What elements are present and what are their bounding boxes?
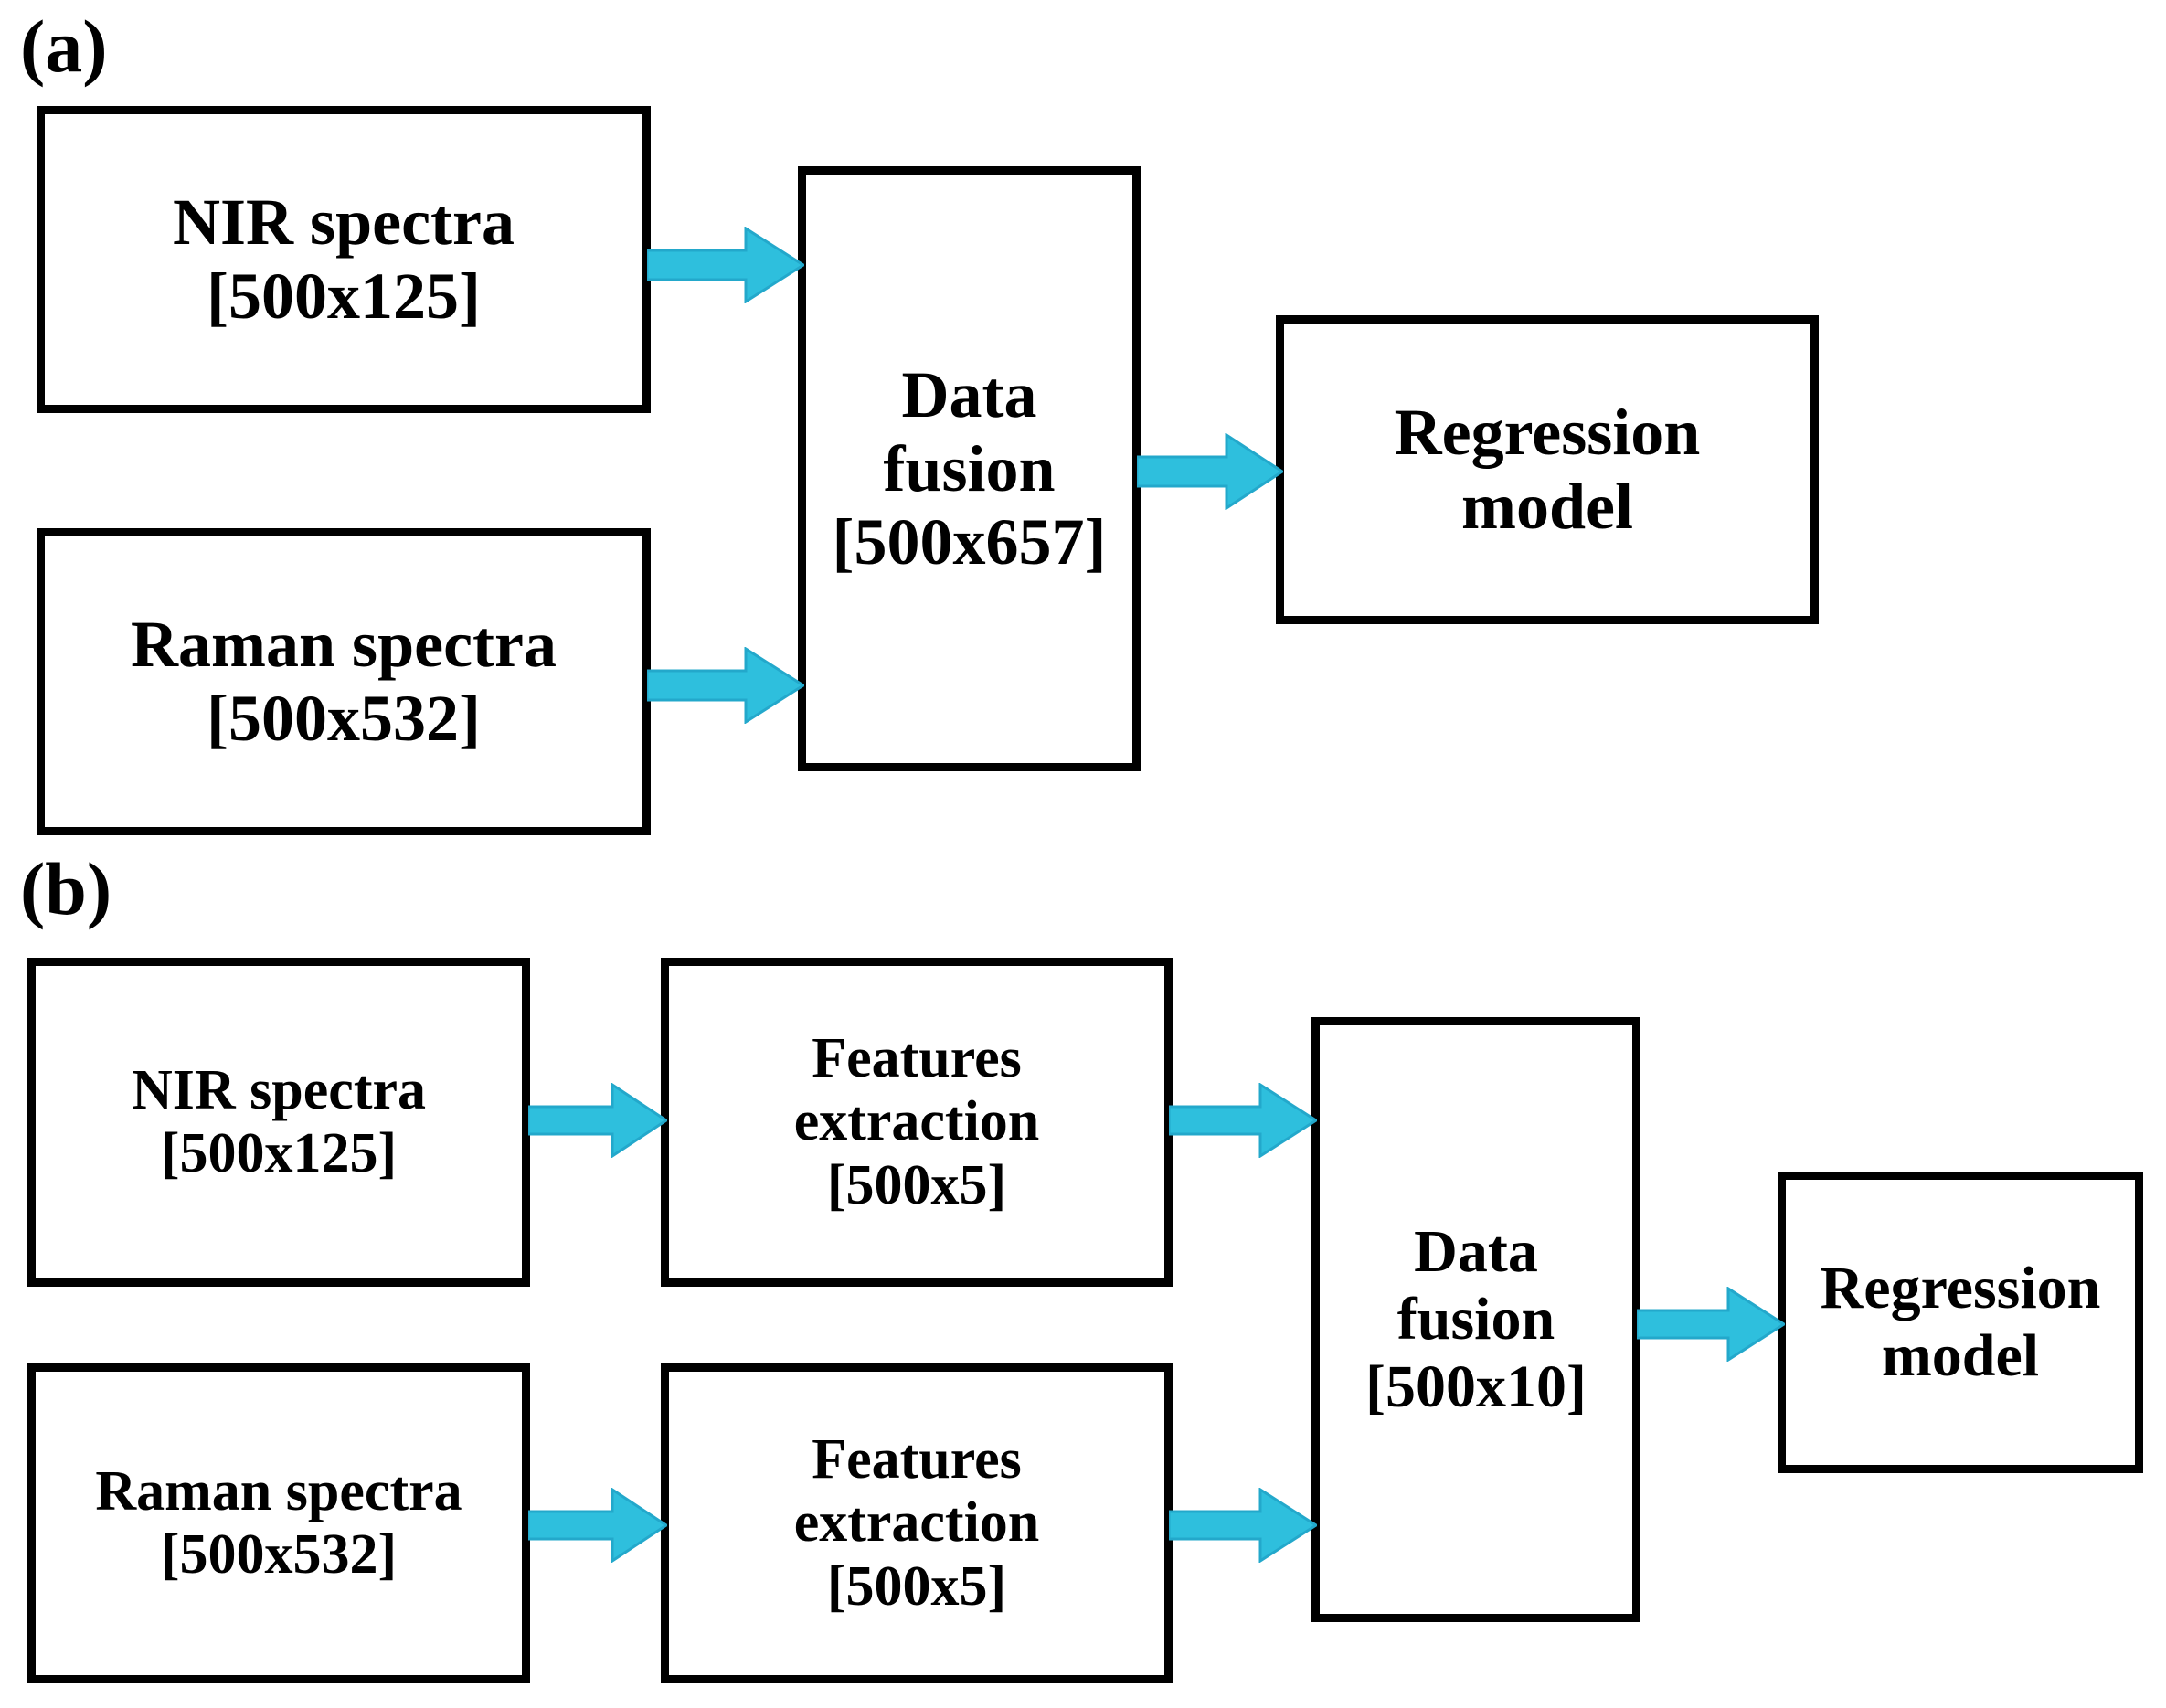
raman-spectra-title-b: Raman spectra <box>95 1459 462 1522</box>
nir-spectra-box-b: NIR spectra [500x125] <box>27 958 530 1287</box>
features-extraction-dims-raman-b: [500x5] <box>826 1554 1007 1618</box>
arrow-nir-to-features-b <box>528 1083 667 1158</box>
data-fusion-title-line1-a: Data <box>901 358 1037 432</box>
data-fusion-dims-b: [500x10] <box>1365 1353 1587 1420</box>
nir-spectra-box-a: NIR spectra [500x125] <box>37 106 651 413</box>
regression-model-box-a: Regression model <box>1276 315 1819 624</box>
features-extraction-line1-nir-b: Features <box>812 1026 1022 1089</box>
arrow-raman-to-fusion-a <box>647 647 804 724</box>
nir-spectra-dims-a: [500x125] <box>207 260 481 333</box>
data-fusion-title-line2-a: fusion <box>883 431 1056 505</box>
raman-spectra-title-a: Raman spectra <box>131 608 557 682</box>
arrow-raman-to-features-b <box>528 1488 667 1563</box>
arrow-raman-features-to-fusion-b <box>1169 1488 1317 1563</box>
data-fusion-title-line1-b: Data <box>1414 1218 1538 1286</box>
arrow-nir-to-fusion-a <box>647 227 804 303</box>
data-fusion-box-a: Data fusion [500x657] <box>798 166 1141 771</box>
panel-b-label: (b) <box>20 847 112 930</box>
data-fusion-title-line2-b: fusion <box>1396 1286 1555 1353</box>
features-extraction-dims-nir-b: [500x5] <box>826 1153 1007 1216</box>
features-extraction-line2-raman-b: extraction <box>793 1491 1040 1554</box>
arrow-fusion-to-model-a <box>1137 433 1283 510</box>
raman-spectra-box-a: Raman spectra [500x532] <box>37 528 651 835</box>
raman-spectra-dims-b: [500x532] <box>160 1523 398 1586</box>
regression-model-line2-a: model <box>1461 470 1633 543</box>
data-fusion-box-b: Data fusion [500x10] <box>1311 1017 1640 1622</box>
regression-model-line1-b: Regression <box>1820 1255 2101 1322</box>
arrow-fusion-to-model-b <box>1637 1287 1785 1362</box>
features-extraction-box-raman-b: Features extraction [500x5] <box>661 1363 1173 1683</box>
raman-spectra-dims-a: [500x532] <box>207 682 481 755</box>
nir-spectra-dims-b: [500x125] <box>160 1122 398 1184</box>
features-extraction-line2-nir-b: extraction <box>793 1090 1040 1153</box>
nir-spectra-title-a: NIR spectra <box>173 186 515 260</box>
panel-a-label: (a) <box>20 5 108 88</box>
arrow-nir-features-to-fusion-b <box>1169 1083 1317 1158</box>
nir-spectra-title-b: NIR spectra <box>132 1058 426 1121</box>
raman-spectra-box-b: Raman spectra [500x532] <box>27 1363 530 1683</box>
data-fusion-dims-a: [500x657] <box>832 505 1107 579</box>
features-extraction-box-nir-b: Features extraction [500x5] <box>661 958 1173 1287</box>
features-extraction-line1-raman-b: Features <box>812 1427 1022 1491</box>
regression-model-box-b: Regression model <box>1778 1172 2143 1473</box>
regression-model-line1-a: Regression <box>1394 396 1701 470</box>
regression-model-line2-b: model <box>1881 1322 2040 1389</box>
